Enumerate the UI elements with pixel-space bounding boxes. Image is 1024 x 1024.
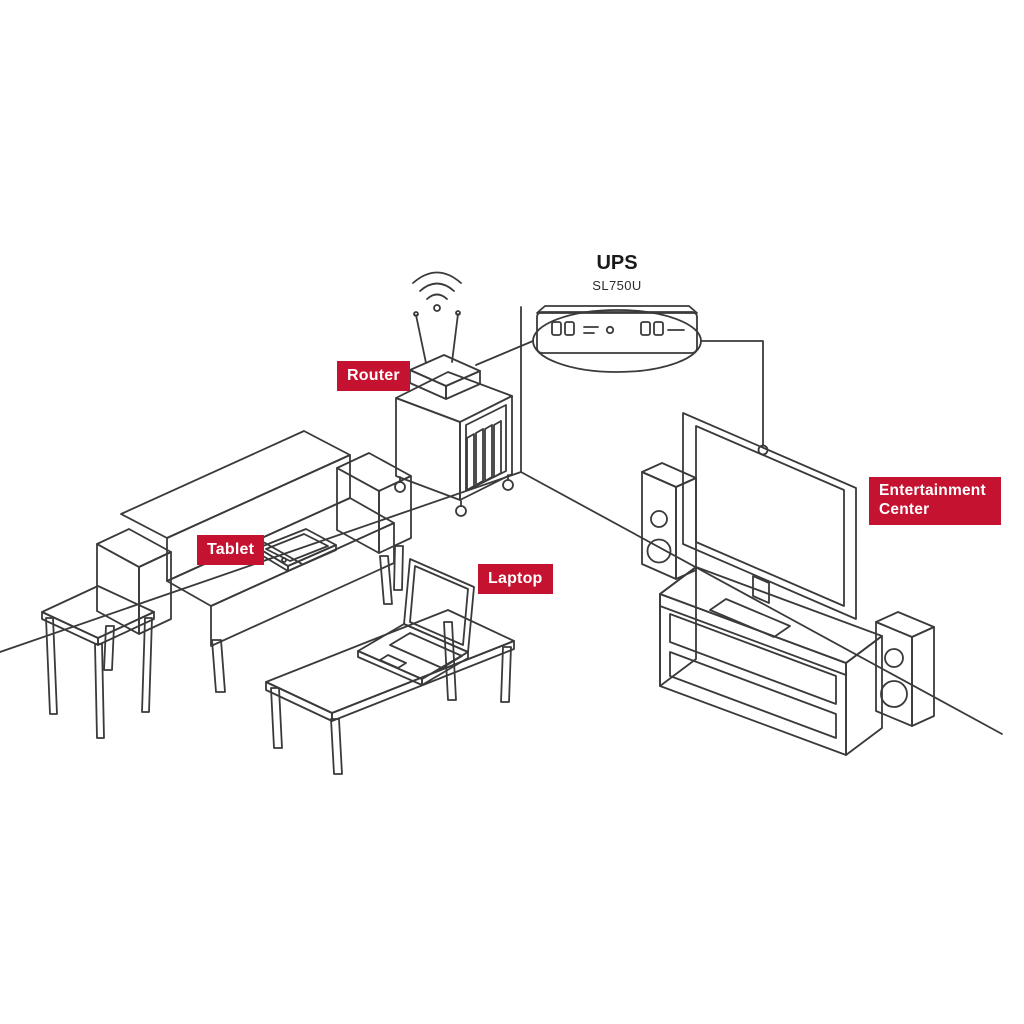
ups-highlight-ellipse xyxy=(532,309,702,373)
wifi-icon xyxy=(412,271,462,312)
book xyxy=(493,420,502,478)
router-device xyxy=(409,271,481,400)
side-table xyxy=(41,585,155,739)
ups-model-label: SL750U xyxy=(592,278,642,293)
ups-to-tv-line xyxy=(700,340,764,447)
bookshelf-cart xyxy=(394,371,514,517)
ups-label: UPS xyxy=(596,252,638,274)
router-tag: Router xyxy=(337,361,410,392)
tv-stand xyxy=(709,575,791,638)
entertainment-center-tag: Entertainment Center xyxy=(869,477,1001,526)
tv-connection-dot xyxy=(757,444,769,456)
power-led-icon xyxy=(605,325,615,335)
coffee-table xyxy=(265,609,515,775)
tv xyxy=(682,412,857,620)
laptop-tag: Laptop xyxy=(478,564,553,595)
antenna-icon xyxy=(451,313,459,363)
tv-console xyxy=(659,566,883,756)
connection-lines xyxy=(475,340,769,456)
antenna-icon xyxy=(415,314,427,364)
book xyxy=(484,424,493,482)
speaker-left xyxy=(641,462,697,580)
ups-device xyxy=(536,305,698,354)
speaker-right xyxy=(875,611,935,727)
laptop-device xyxy=(357,558,475,686)
tablet-tag: Tablet xyxy=(197,535,265,566)
book xyxy=(466,433,475,491)
ups-to-router-line xyxy=(475,340,534,366)
book xyxy=(475,428,484,486)
